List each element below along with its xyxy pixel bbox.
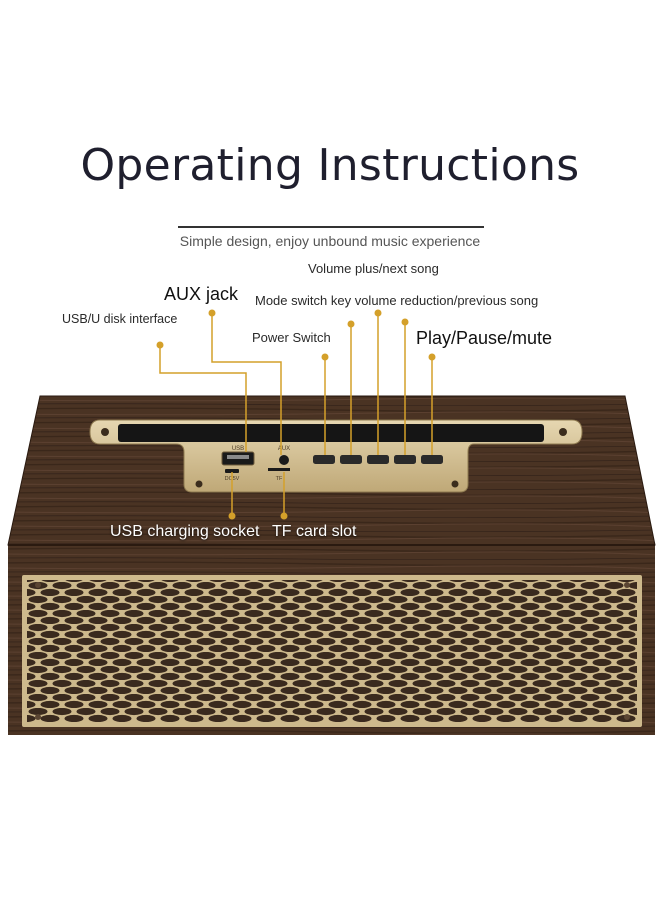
tf-card-slot[interactable]	[268, 468, 290, 471]
tf-marking: TF	[276, 476, 283, 482]
label-tf-card: TF card slot	[272, 523, 357, 540]
speaker-grille	[27, 580, 637, 722]
usb-port-marking: USB	[232, 446, 244, 452]
page-title: Operating Instructions	[80, 140, 580, 191]
title-divider	[178, 226, 484, 228]
plate-screw	[559, 428, 567, 436]
display-window	[118, 424, 544, 442]
volume-plus-button[interactable]	[367, 455, 389, 464]
label-power-switch: Power Switch	[252, 330, 331, 345]
label-volume-plus: Volume plus/next song	[308, 261, 439, 276]
label-aux-jack: AUX jack	[164, 284, 239, 304]
grille-screw	[35, 714, 41, 720]
page-subtitle: Simple design, enjoy unbound music exper…	[179, 233, 481, 249]
aux-port-marking: AUX	[278, 446, 290, 452]
aux-port[interactable]	[279, 455, 289, 465]
power-switch-button[interactable]	[313, 455, 335, 464]
label-mode-switch: Mode switch key volume reduction/previou…	[255, 293, 539, 308]
grille-screw	[624, 714, 630, 720]
plate-screw	[101, 428, 109, 436]
grille-screw	[35, 582, 41, 588]
mode-switch-button[interactable]	[340, 455, 362, 464]
plate-screw	[195, 480, 203, 488]
grille-screw	[624, 582, 630, 588]
callout-dots	[156, 309, 436, 520]
play-pause-button[interactable]	[421, 455, 443, 464]
label-usb-charging: USB charging socket	[110, 523, 260, 540]
usb-charging-socket[interactable]	[225, 469, 239, 473]
callout-leaders	[159, 313, 433, 515]
volume-minus-button[interactable]	[394, 455, 416, 464]
label-play-pause: Play/Pause/mute	[416, 328, 553, 348]
plate-screw	[451, 480, 459, 488]
label-usb-disk: USB/U disk interface	[62, 312, 178, 326]
